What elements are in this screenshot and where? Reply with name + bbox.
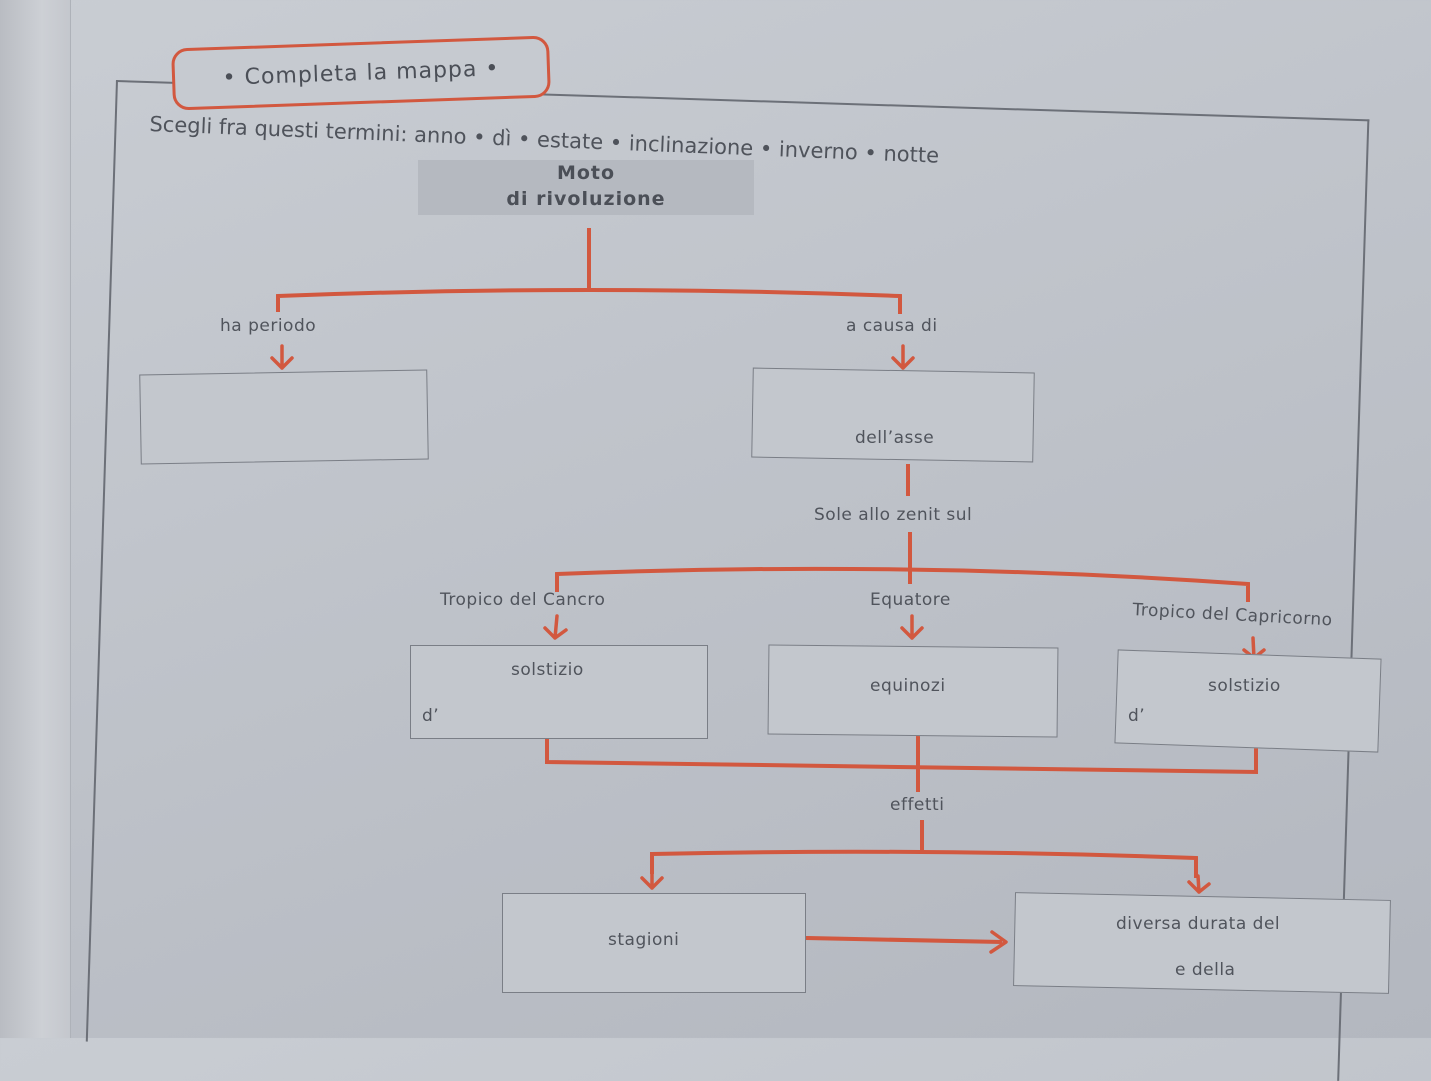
label-equatore: Equatore xyxy=(870,590,951,610)
arrow-down-icon xyxy=(543,614,568,640)
answer-box-periodo[interactable] xyxy=(139,369,429,465)
box-text-e-della: e della xyxy=(1175,960,1236,980)
root-node-line2: di rivoluzione xyxy=(506,188,666,210)
box-text-stagioni: stagioni xyxy=(608,930,680,950)
effects-merge-line xyxy=(545,734,1258,775)
answer-box-capricorno[interactable] xyxy=(1114,649,1382,753)
connector-lines xyxy=(270,228,1266,954)
book-page-edge xyxy=(0,0,71,1038)
results-branch-line xyxy=(650,849,1198,878)
label-ha-periodo: ha periodo xyxy=(220,316,317,336)
arrow-down-icon xyxy=(891,344,915,370)
arrow-down-icon xyxy=(900,614,924,640)
label-zenith: Sole allo zenit sul xyxy=(814,505,973,525)
arrow-down-icon xyxy=(640,870,664,890)
box-text-d-capricorno: d’ xyxy=(1128,706,1146,726)
root-node-line1: Moto xyxy=(556,162,616,184)
arrow-right-icon xyxy=(989,930,1008,954)
root-node: Moto di rivoluzione xyxy=(418,160,754,215)
answer-box-cancro[interactable] xyxy=(410,645,708,739)
box-text-asse: dell’asse xyxy=(855,428,935,448)
root-branch-line xyxy=(276,288,902,314)
box-stagioni xyxy=(502,893,806,993)
arrow-down-icon xyxy=(270,344,294,370)
label-effetti: effetti xyxy=(890,795,945,815)
box-text-solstizio-capricorno: solstizio xyxy=(1208,676,1281,696)
arrow-down-icon xyxy=(1187,874,1211,894)
label-tropico-cancro: Tropico del Cancro xyxy=(440,590,606,610)
results-link-line xyxy=(805,935,1003,945)
label-a-causa-di: a causa di xyxy=(846,316,938,336)
tropics-branch-line xyxy=(555,566,1250,602)
box-text-durata: diversa durata del xyxy=(1116,914,1281,934)
box-text-solstizio-cancro: solstizio xyxy=(511,660,584,680)
answer-box-causa[interactable] xyxy=(751,367,1035,463)
box-text-equinozi: equinozi xyxy=(870,676,946,696)
box-text-d-cancro: d’ xyxy=(422,706,440,726)
